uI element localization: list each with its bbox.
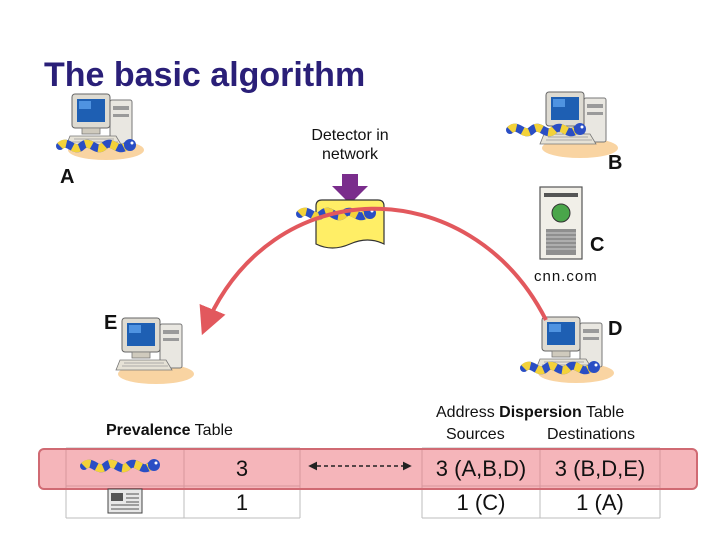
dispersion-caption-part2: Table [581, 404, 625, 421]
dispersion-caption-part1: Address [436, 404, 500, 421]
prevalence-caption-rest: Table [194, 422, 233, 439]
sources-column-header: Sources [446, 426, 505, 443]
sources-row-1: 3 (A,B,D) [435, 456, 527, 481]
dispersion-caption-bold: Dispersion [499, 404, 582, 421]
dispersion-table-caption: Address Dispersion Table [436, 404, 624, 422]
server-site-label: cnn.com [534, 268, 598, 285]
node-c-label: C [590, 234, 605, 256]
detector-label: Detector in network [311, 127, 389, 163]
node-d-label: D [608, 318, 623, 340]
node-e-label: E [104, 312, 118, 334]
detector-arrow-icon [332, 174, 368, 204]
destinations-row-1: 3 (B,D,E) [554, 456, 646, 481]
prevalence-table-caption: Prevalence Table [106, 422, 233, 440]
prevalence-count-row-1: 3 [235, 456, 249, 481]
server-c-icon [539, 186, 583, 260]
node-b-label: B [608, 152, 623, 174]
destinations-row-2: 1 (A) [576, 490, 624, 515]
prevalence-caption-bold: Prevalence [106, 422, 191, 439]
prevalence-count-row-2: 1 [235, 490, 249, 515]
worm-icon [84, 459, 160, 471]
destinations-column-header: Destinations [547, 426, 636, 443]
slide-title: The basic algorithm [44, 56, 366, 94]
node-a-label: A [60, 166, 75, 188]
newspaper-icon [107, 488, 143, 514]
sources-row-2: 1 (C) [456, 490, 506, 515]
propagation-arrow [199, 206, 548, 336]
